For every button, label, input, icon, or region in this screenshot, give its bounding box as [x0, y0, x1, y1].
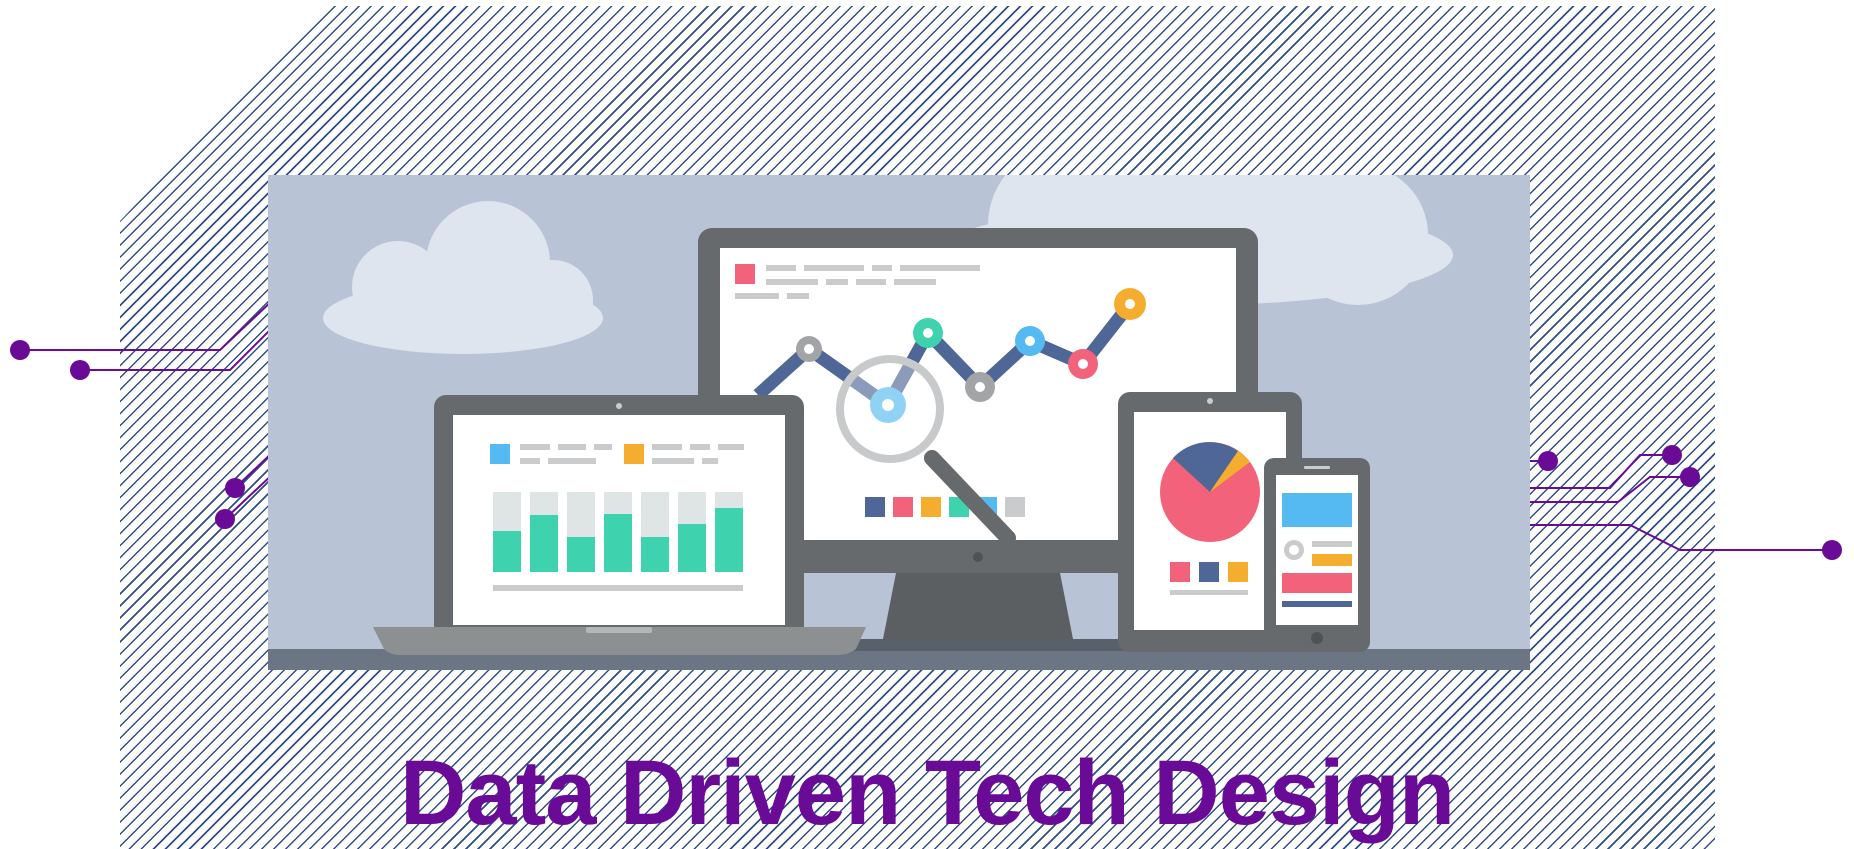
line-chart-icon — [753, 288, 1146, 423]
tablet-icon — [1118, 392, 1302, 652]
cloud-icon — [323, 201, 603, 354]
circuit-node — [10, 340, 30, 360]
circuit-node — [1538, 451, 1558, 471]
circuit-node — [1662, 445, 1682, 465]
circuit-trace-left-4 — [224, 471, 276, 520]
circuit-trace-right-3 — [1530, 476, 1690, 503]
phone-icon — [1264, 458, 1370, 652]
page-title: Data Driven Tech Design — [399, 742, 1455, 844]
circuit-trace-right-2 — [1530, 454, 1672, 489]
devices-illustration — [268, 175, 1530, 670]
magnifier-icon — [836, 355, 1016, 546]
bar-chart-icon — [493, 492, 743, 591]
circuit-node — [215, 509, 235, 529]
circuit-trace-left-2 — [80, 324, 276, 371]
laptop-icon — [373, 395, 866, 655]
circuit-node — [1680, 467, 1700, 487]
circuit-trace-left-1 — [20, 297, 276, 351]
circuit-node — [70, 360, 90, 380]
pie-chart-icon — [1160, 442, 1260, 542]
circuit-node — [225, 478, 245, 498]
circuit-node — [1822, 540, 1842, 560]
circuit-trace-right-4 — [1530, 524, 1832, 551]
